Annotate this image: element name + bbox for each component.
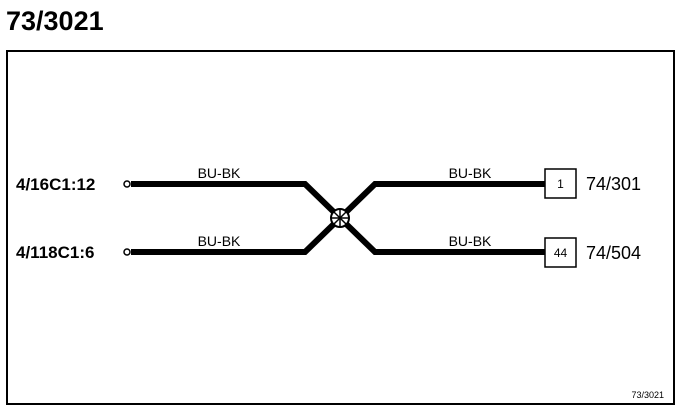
terminal-pin-top: 1 (557, 177, 564, 191)
terminal-label-bottom: 74/504 (586, 243, 641, 263)
terminal-box-top (544, 168, 577, 199)
wire-label-bottom-right: BU-BK (449, 233, 492, 249)
wire-top-right (337, 181, 545, 221)
wire-label-top-left: BU-BK (198, 165, 241, 181)
wire-bottom-left (131, 215, 343, 255)
connector-terminal-bottom (123, 248, 131, 256)
terminal-pin-bottom: 44 (554, 246, 568, 260)
connector-terminal-top (123, 180, 131, 188)
page-title: 73/3021 (6, 6, 104, 36)
diagram-border (6, 50, 675, 405)
wire-top-left (131, 181, 343, 221)
connector-label-bottom: 4/118C1:6 (16, 243, 94, 262)
connector-label-top: 4/16C1:12 (16, 175, 95, 194)
terminal-box-bottom (544, 237, 577, 268)
wire-label-top-right: BU-BK (449, 165, 492, 181)
wire-label-bottom-left: BU-BK (198, 233, 241, 249)
footer-diagram-id: 73/3021 (631, 390, 664, 400)
wire-bottom-right (337, 215, 545, 255)
terminal-label-top: 74/301 (586, 174, 641, 194)
splice-icon (330, 208, 350, 228)
